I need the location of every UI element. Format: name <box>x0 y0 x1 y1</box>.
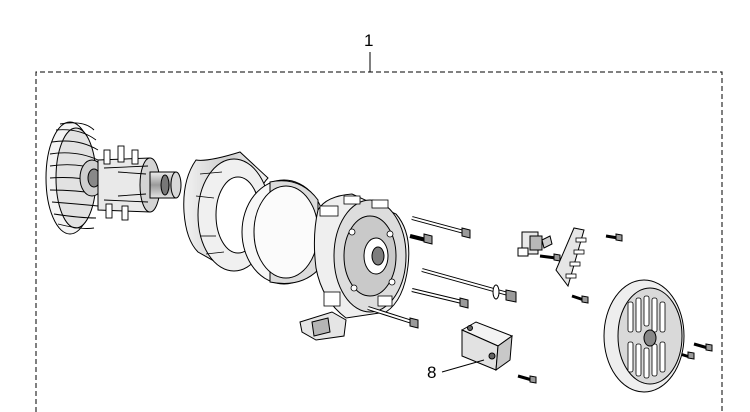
cover-icon <box>603 279 685 393</box>
assembly-callout: 1 <box>364 31 374 50</box>
terminal-icon <box>555 227 587 288</box>
part-callout: 8 <box>427 363 437 382</box>
assembly-boundary <box>35 71 723 412</box>
brush-icon <box>517 231 553 257</box>
bolt-icon <box>367 216 713 384</box>
bracket-icon <box>299 193 410 341</box>
fan-icon <box>45 121 105 235</box>
ring-icon <box>241 179 327 285</box>
module-icon <box>460 321 514 372</box>
rotor-icon <box>97 145 182 221</box>
part-leader <box>441 359 485 373</box>
